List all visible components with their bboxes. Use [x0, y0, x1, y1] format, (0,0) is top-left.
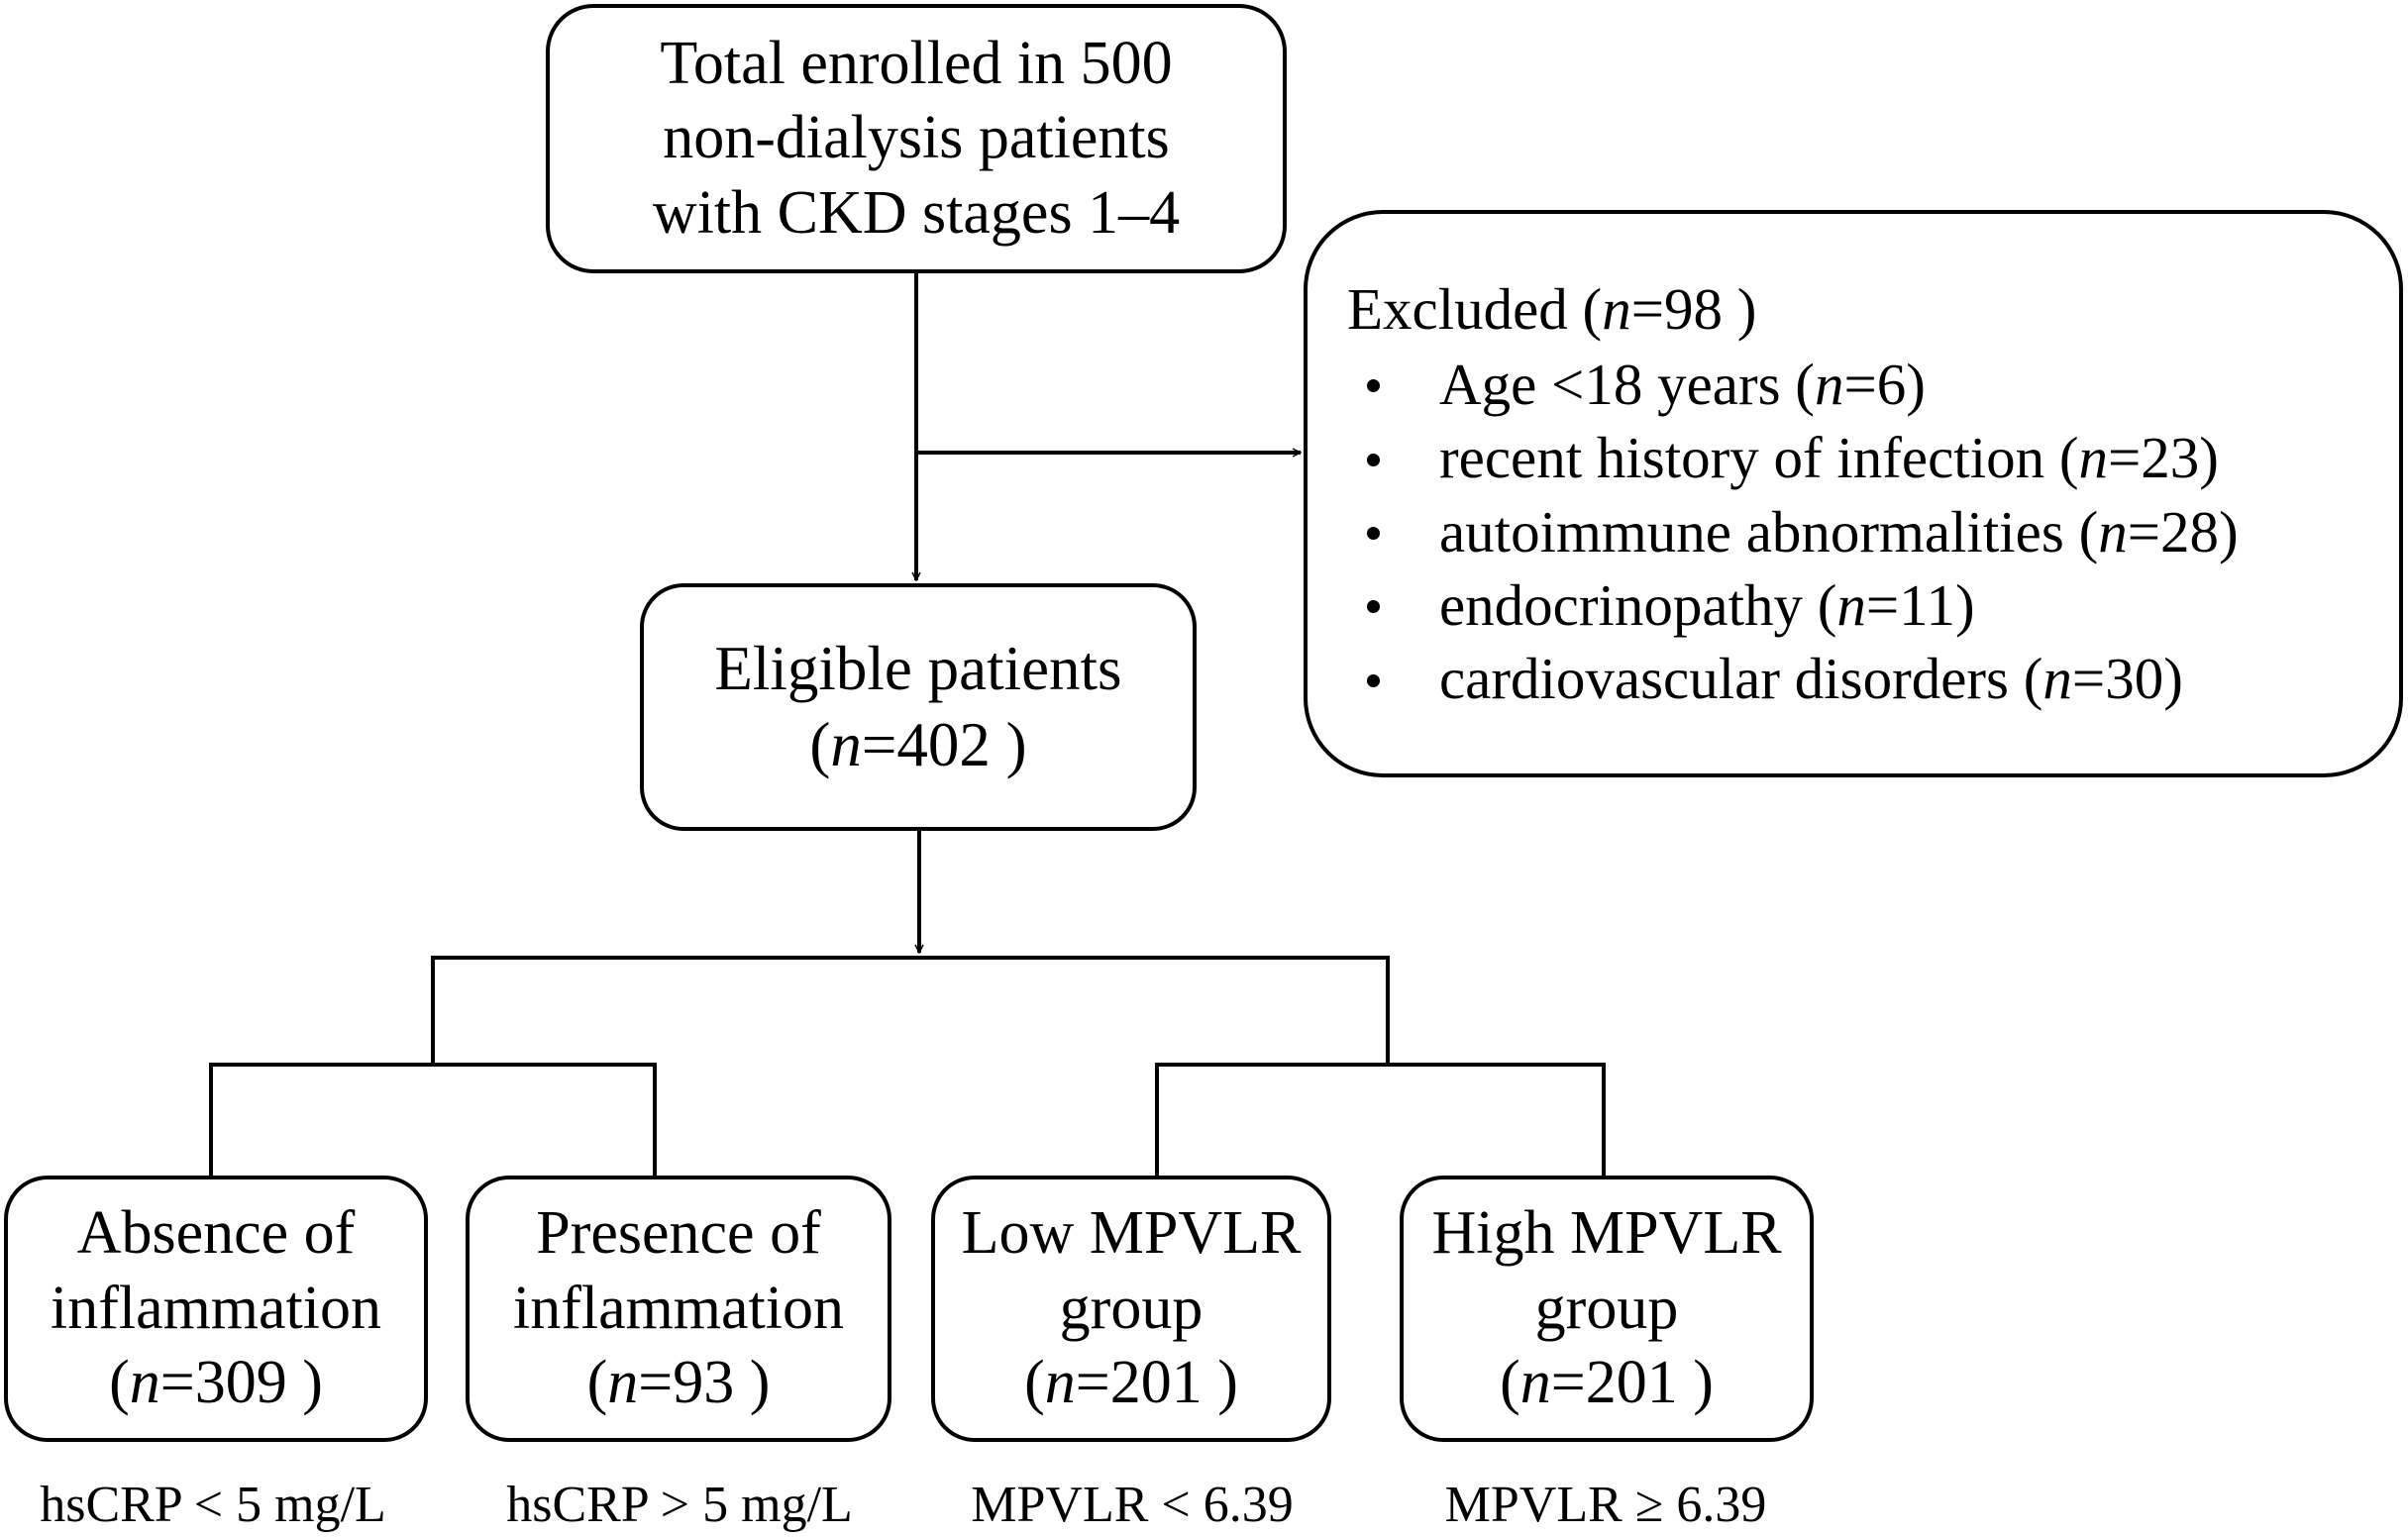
criterion-low-mpvlr: MPVLR < 6.39: [971, 1477, 1294, 1533]
exclusion-item-endocrinopathy: endocrinopathy (n=11): [1347, 568, 2239, 642]
group-line-1: High MPVLR: [1431, 1199, 1782, 1268]
group-line-2: group: [1534, 1274, 1679, 1342]
presence-of-inflammation-box: Presence of inflammation (n=93 ): [466, 1176, 891, 1442]
exclusion-list: Age <18 years (n=6) recent history of in…: [1347, 348, 2239, 716]
total-enrolled-box: Total enrolled in 500 non-dialysis patie…: [546, 4, 1287, 273]
exclusion-item-autoimmune: autoimmune abnormalities (n=28): [1347, 495, 2239, 568]
group-line-2: inflammation: [512, 1274, 845, 1342]
group-count: (n=93 ): [586, 1349, 771, 1417]
eligible-label: Eligible patients: [714, 634, 1122, 704]
group-line-2: group: [1059, 1274, 1204, 1342]
exclusion-item-age: Age <18 years (n=6): [1347, 348, 2239, 421]
excluded-title: Excluded (n=98 ): [1347, 275, 1757, 342]
group-count: (n=309 ): [109, 1349, 323, 1417]
group-line-1: Absence of: [76, 1199, 356, 1268]
high-mpvlr-group-box: High MPVLR group (n=201 ): [1400, 1176, 1814, 1442]
eligible-patients-box: Eligible patients (n=402 ): [640, 583, 1197, 831]
group-count: (n=201 ): [1024, 1349, 1238, 1417]
exclusion-item-cardiovascular: cardiovascular disorders (n=30): [1347, 642, 2239, 715]
absence-of-inflammation-box: Absence of inflammation (n=309 ): [4, 1176, 428, 1442]
criterion-high-mpvlr: MPVLR ≥ 6.39: [1444, 1477, 1767, 1533]
group-count: (n=201 ): [1500, 1349, 1714, 1417]
eligible-count: (n=402 ): [809, 710, 1027, 779]
low-mpvlr-group-box: Low MPVLR group (n=201 ): [931, 1176, 1331, 1442]
total-line-3: with CKD stages 1–4: [652, 178, 1181, 247]
group-line-1: Low MPVLR: [961, 1199, 1302, 1268]
criterion-absence: hsCRP < 5 mg/L: [40, 1477, 386, 1533]
group-line-2: inflammation: [50, 1274, 382, 1342]
total-line-1: Total enrolled in 500: [660, 29, 1173, 97]
group-line-1: Presence of: [536, 1199, 821, 1268]
excluded-box: Excluded (n=98 ) Age <18 years (n=6) rec…: [1304, 210, 2403, 777]
exclusion-item-infection: recent history of infection (n=23): [1347, 421, 2239, 494]
total-line-2: non-dialysis patients: [663, 104, 1170, 172]
criterion-presence: hsCRP > 5 mg/L: [506, 1477, 853, 1533]
